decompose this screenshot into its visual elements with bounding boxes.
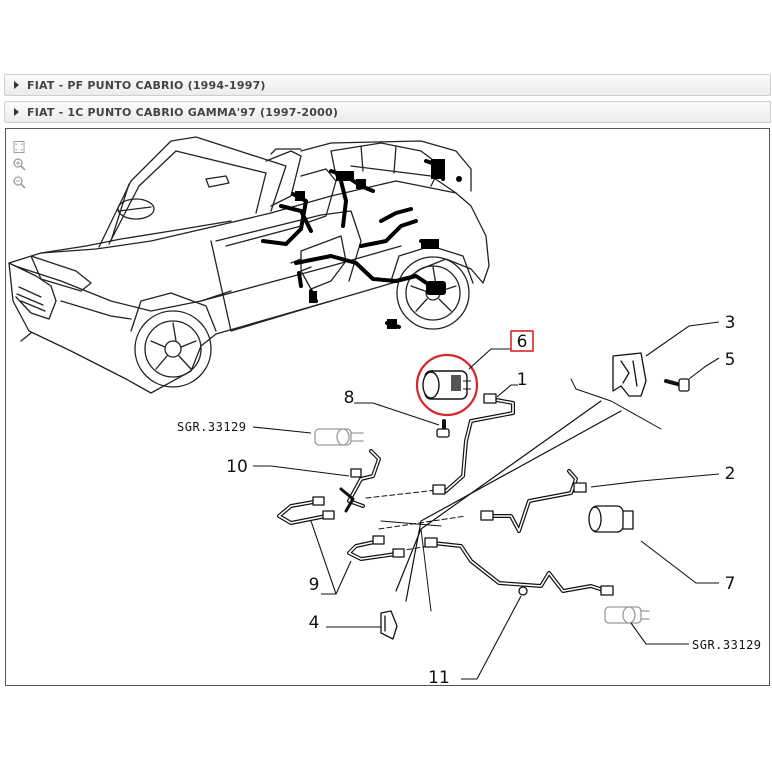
part-5-bolt — [664, 378, 690, 392]
part-2-brake-pipe — [480, 469, 587, 533]
exploded-parts-diagram: 6 1 3 5 2 7 8 10 9 4 11 SGR.33129 SGR.33… — [8, 136, 762, 685]
callout-8: 8 — [344, 388, 355, 408]
part-9-brake-pipes — [277, 496, 405, 561]
highlight-circle — [415, 353, 479, 417]
car-illustration — [8, 136, 490, 394]
ref-part-top — [314, 428, 364, 446]
part-10-brake-pipe — [339, 449, 381, 513]
part-3-bracket — [612, 352, 647, 397]
zoom-in-icon[interactable] — [12, 157, 26, 171]
callout-2: 2 — [725, 464, 736, 484]
ref-label-top: SGR.33129 — [177, 420, 247, 434]
parts-diagram-viewer[interactable]: 6 1 3 5 2 7 8 10 9 4 11 SGR.33129 SGR.33… — [5, 128, 770, 686]
part-8-bolt — [436, 419, 450, 438]
callout-11: 11 — [428, 668, 450, 685]
part-11-brake-pipe — [424, 537, 614, 596]
expand-arrow-icon — [14, 108, 19, 116]
callout-6: 6 — [517, 332, 528, 352]
callout-4: 4 — [309, 613, 320, 633]
callout-5: 5 — [725, 350, 736, 370]
car-brake-components — [295, 159, 462, 329]
part-6-brake-regulator — [415, 353, 479, 417]
ref-label-bottom: SGR.33129 — [692, 638, 762, 652]
part-1-brake-pipe — [432, 393, 515, 495]
zoom-out-icon[interactable] — [12, 175, 26, 189]
fit-page-icon[interactable] — [12, 140, 26, 154]
expand-arrow-icon — [14, 81, 19, 89]
car-brake-lines — [261, 159, 445, 329]
part-4-clip — [380, 610, 398, 640]
leader-lines — [252, 321, 720, 680]
callout-9: 9 — [309, 575, 320, 595]
callout-6-highlight-box — [510, 330, 534, 352]
ref-part-bottom — [604, 606, 650, 624]
accordion-1c-punto-cabrio-gamma97[interactable]: FIAT - 1C PUNTO CABRIO GAMMA'97 (1997-20… — [4, 101, 771, 123]
callout-3: 3 — [725, 313, 736, 333]
callout-10: 10 — [226, 457, 248, 477]
accordion-label: FIAT - PF PUNTO CABRIO (1994-1997) — [27, 78, 266, 92]
part-7-valve — [588, 505, 634, 533]
callout-7: 7 — [725, 574, 736, 594]
accordion-pf-punto-cabrio[interactable]: FIAT - PF PUNTO CABRIO (1994-1997) — [4, 74, 771, 96]
callout-labels: 6 1 3 5 2 7 8 10 9 4 11 SGR.33129 SGR.33… — [177, 313, 762, 685]
accordion-label: FIAT - 1C PUNTO CABRIO GAMMA'97 (1997-20… — [27, 105, 339, 119]
callout-1: 1 — [517, 370, 528, 390]
